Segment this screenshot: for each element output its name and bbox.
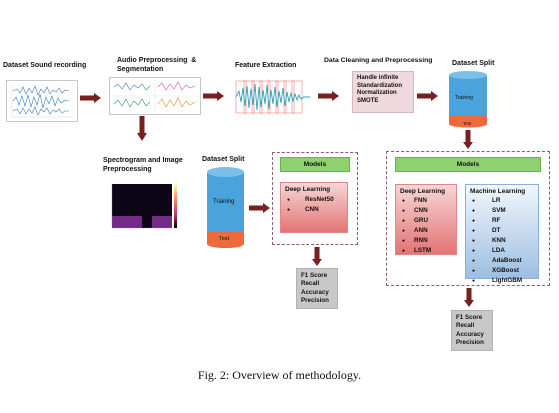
label-data-cleaning: Data Cleaning and Preprocessing bbox=[324, 57, 433, 64]
metric-item: Recall bbox=[456, 322, 475, 330]
model-item: LSTM bbox=[400, 246, 452, 256]
cleaning-step: SMOTE bbox=[357, 97, 379, 104]
model-item: RF bbox=[470, 216, 534, 226]
model-item: LightGBM bbox=[470, 276, 534, 286]
model-item: CNN bbox=[400, 206, 452, 216]
cleaning-step: Normalization bbox=[357, 90, 397, 96]
model-item: RNN bbox=[400, 236, 452, 246]
spectrogram-thumbnail bbox=[106, 180, 184, 238]
cleaning-step: Handle infinite bbox=[357, 75, 399, 81]
label-dataset-split-top: Dataset Split bbox=[452, 60, 495, 67]
deep-learning-title: Deep Learning bbox=[400, 188, 446, 195]
models-header: Models bbox=[280, 157, 350, 172]
models-header-label: Models bbox=[456, 161, 480, 168]
waveform-thumbnail bbox=[6, 80, 78, 122]
metric-item: Precision bbox=[301, 297, 329, 305]
metrics-box-cnn: F1 Score Recall Accuracy Precision bbox=[296, 268, 338, 309]
split-training-label: Training bbox=[455, 95, 473, 101]
models-box-ml bbox=[386, 151, 550, 286]
model-item: GRU bbox=[400, 216, 452, 226]
model-item: KNN bbox=[470, 236, 534, 246]
deep-learning-panel: Deep Learning FNNCNNGRUANNRNNLSTM bbox=[395, 184, 457, 256]
arrow-down-icon bbox=[312, 247, 322, 266]
deep-learning-panel: Deep Learning ResNet50 CNN bbox=[280, 182, 348, 233]
arrow-right-icon bbox=[249, 203, 270, 213]
model-item: FNN bbox=[400, 196, 452, 206]
models-header: Models bbox=[395, 157, 541, 172]
metric-item: Recall bbox=[301, 280, 320, 288]
feature-extraction-thumbnail bbox=[232, 78, 314, 116]
label-feature-extraction: Feature Extraction bbox=[235, 62, 297, 69]
dataset-split-cylinder-icon bbox=[449, 71, 487, 128]
arrow-right-icon bbox=[318, 91, 339, 101]
split-test-label: Test bbox=[463, 121, 472, 126]
framed-waveform-icon bbox=[235, 80, 310, 114]
figure-caption: Fig. 2: Overview of methodology. bbox=[197, 368, 362, 382]
model-item: LDA bbox=[470, 246, 534, 256]
deep-learning-title: Deep Learning bbox=[285, 186, 331, 193]
spectrogram-heatmap-icon bbox=[111, 184, 177, 229]
split-training-label: Training bbox=[213, 199, 235, 205]
model-item: XGBoost bbox=[470, 266, 534, 276]
cleaning-step: Standardization bbox=[357, 82, 403, 89]
arrow-right-icon bbox=[417, 91, 438, 101]
model-item: SVM bbox=[470, 206, 534, 216]
arrow-right-icon bbox=[203, 91, 224, 101]
audio-preprocessing-thumbnail bbox=[109, 77, 201, 115]
multichannel-waveform-icon bbox=[11, 85, 71, 118]
metric-item: F1 Score bbox=[456, 314, 483, 321]
metrics-box-ml: F1 Score Recall Accuracy Precision bbox=[451, 310, 493, 351]
arrow-down-icon bbox=[464, 288, 474, 307]
model-item: LR bbox=[470, 196, 534, 206]
machine-learning-list: LRSVMRFDTKNNLDAAdaBoostXGBoostLightGBM bbox=[470, 196, 534, 286]
model-item: AdaBoost bbox=[470, 256, 534, 266]
arrow-down-icon bbox=[137, 116, 147, 141]
model-item: CNN bbox=[285, 205, 343, 215]
label-dataset-sound-recording: Dataset Sound recording bbox=[3, 62, 87, 69]
label-dataset-split-bottom: Dataset Split bbox=[202, 156, 245, 163]
label-spectrogram-preprocessing: Spectrogram and Image Preprocessing bbox=[103, 157, 183, 173]
data-cleaning-steps-box: Handle infinite Standardization Normaliz… bbox=[352, 71, 414, 113]
models-box-cnn bbox=[272, 152, 358, 245]
metric-item: Accuracy bbox=[301, 288, 329, 296]
models-header-label: Models bbox=[303, 161, 327, 168]
metric-item: F1 Score bbox=[301, 272, 328, 279]
model-item: ANN bbox=[400, 226, 452, 236]
arrow-down-icon bbox=[463, 130, 473, 149]
machine-learning-panel: Machine Learning LRSVMRFDTKNNLDAAdaBoost… bbox=[465, 184, 539, 286]
deep-learning-list: FNNCNNGRUANNRNNLSTM bbox=[400, 196, 452, 256]
machine-learning-title: Machine Learning bbox=[470, 188, 526, 195]
model-item: ResNet50 bbox=[285, 195, 343, 205]
model-item: DT bbox=[470, 226, 534, 236]
dataset-split-cylinder-icon bbox=[207, 167, 244, 248]
segmented-signals-icon bbox=[112, 80, 198, 112]
label-audio-preprocessing: Audio Preprocessing & Segmentation bbox=[117, 57, 197, 73]
arrow-right-icon bbox=[80, 93, 101, 103]
split-test-label: Test bbox=[219, 236, 230, 242]
metric-item: Accuracy bbox=[456, 330, 484, 338]
metric-item: Precision bbox=[456, 339, 484, 347]
